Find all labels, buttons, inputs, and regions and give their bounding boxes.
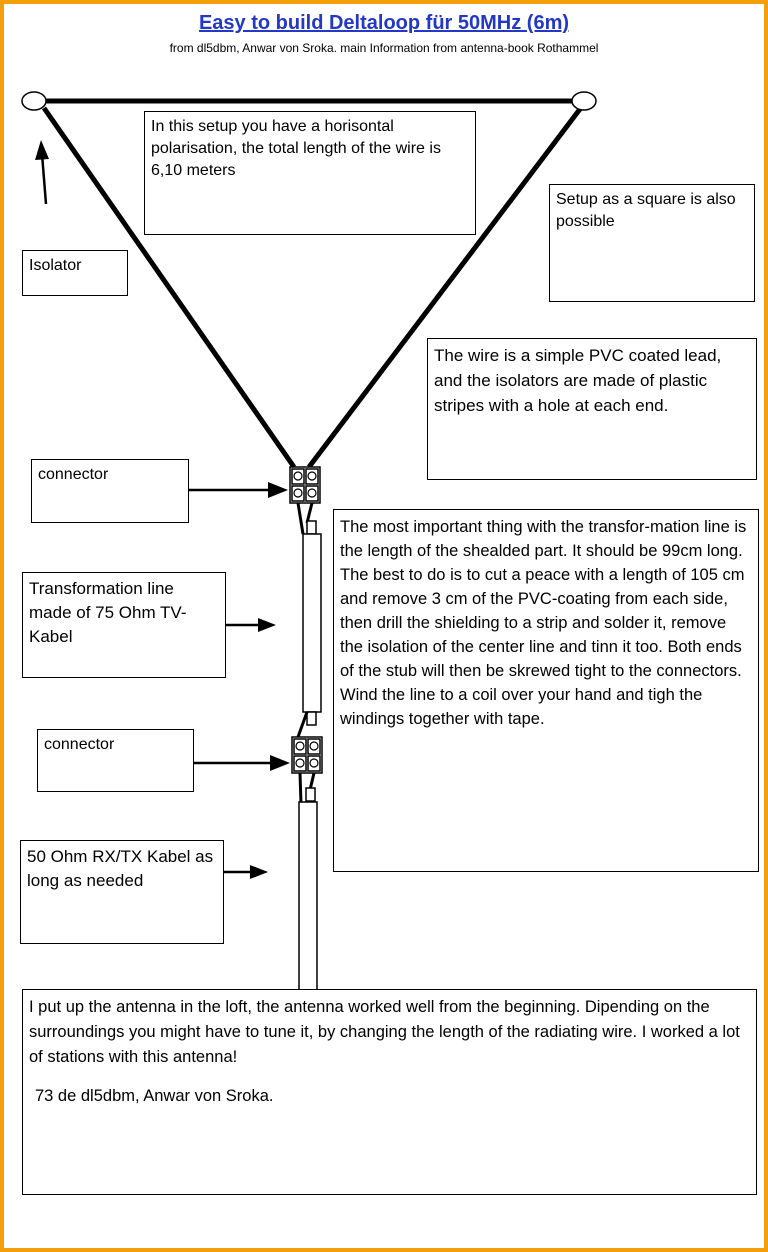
loop-left-wire xyxy=(41,106,297,469)
transformation-line-label: Transformation line made of 75 Ohm TV-Ka… xyxy=(22,572,226,678)
rxtx-cable-label: 50 Ohm RX/TX Kabel as long as needed xyxy=(20,840,224,944)
connector-top-label: connector xyxy=(31,459,189,523)
stub-bottom-leads xyxy=(296,711,317,738)
polarisation-note: In this setup you have a horisontal pola… xyxy=(144,111,476,235)
loop-right-wire xyxy=(307,107,582,469)
arrow-rxtx-cable xyxy=(224,865,268,879)
top-connector xyxy=(289,466,321,504)
arrow-connector-top xyxy=(189,482,288,498)
isolator-label: Isolator xyxy=(22,250,128,296)
conclusion-box: I put up the antenna in the loft, the an… xyxy=(22,989,757,1195)
stub-top-leads xyxy=(296,502,317,535)
page-title: Easy to build Deltaloop für 50MHz (6m) xyxy=(198,12,570,34)
transformation-line-cable xyxy=(302,533,322,713)
square-setup-note: Setup as a square is also possible xyxy=(549,184,755,302)
connector-bottom-label: connector xyxy=(37,729,194,792)
wire-note: The wire is a simple PVC coated lead, an… xyxy=(427,338,757,480)
conclusion-text: I put up the antenna in the loft, the an… xyxy=(29,998,740,1066)
feed-leads xyxy=(298,772,316,805)
signature: 73 de dl5dbm, Anwar von Sroka. xyxy=(35,1087,274,1105)
delta-loop xyxy=(21,91,597,469)
isolator-left xyxy=(21,91,47,111)
page-subtitle: from dl5dbm, Anwar von Sroka. main Infor… xyxy=(169,41,599,55)
arrow-transformation-line xyxy=(226,618,276,632)
bottom-connector xyxy=(291,736,323,774)
isolator-right xyxy=(571,91,597,111)
stub-instructions: The most important thing with the transf… xyxy=(333,509,759,872)
arrow-connector-bottom xyxy=(194,755,290,771)
rxtx-cable xyxy=(298,801,318,1001)
isolator-arrow xyxy=(35,140,49,205)
